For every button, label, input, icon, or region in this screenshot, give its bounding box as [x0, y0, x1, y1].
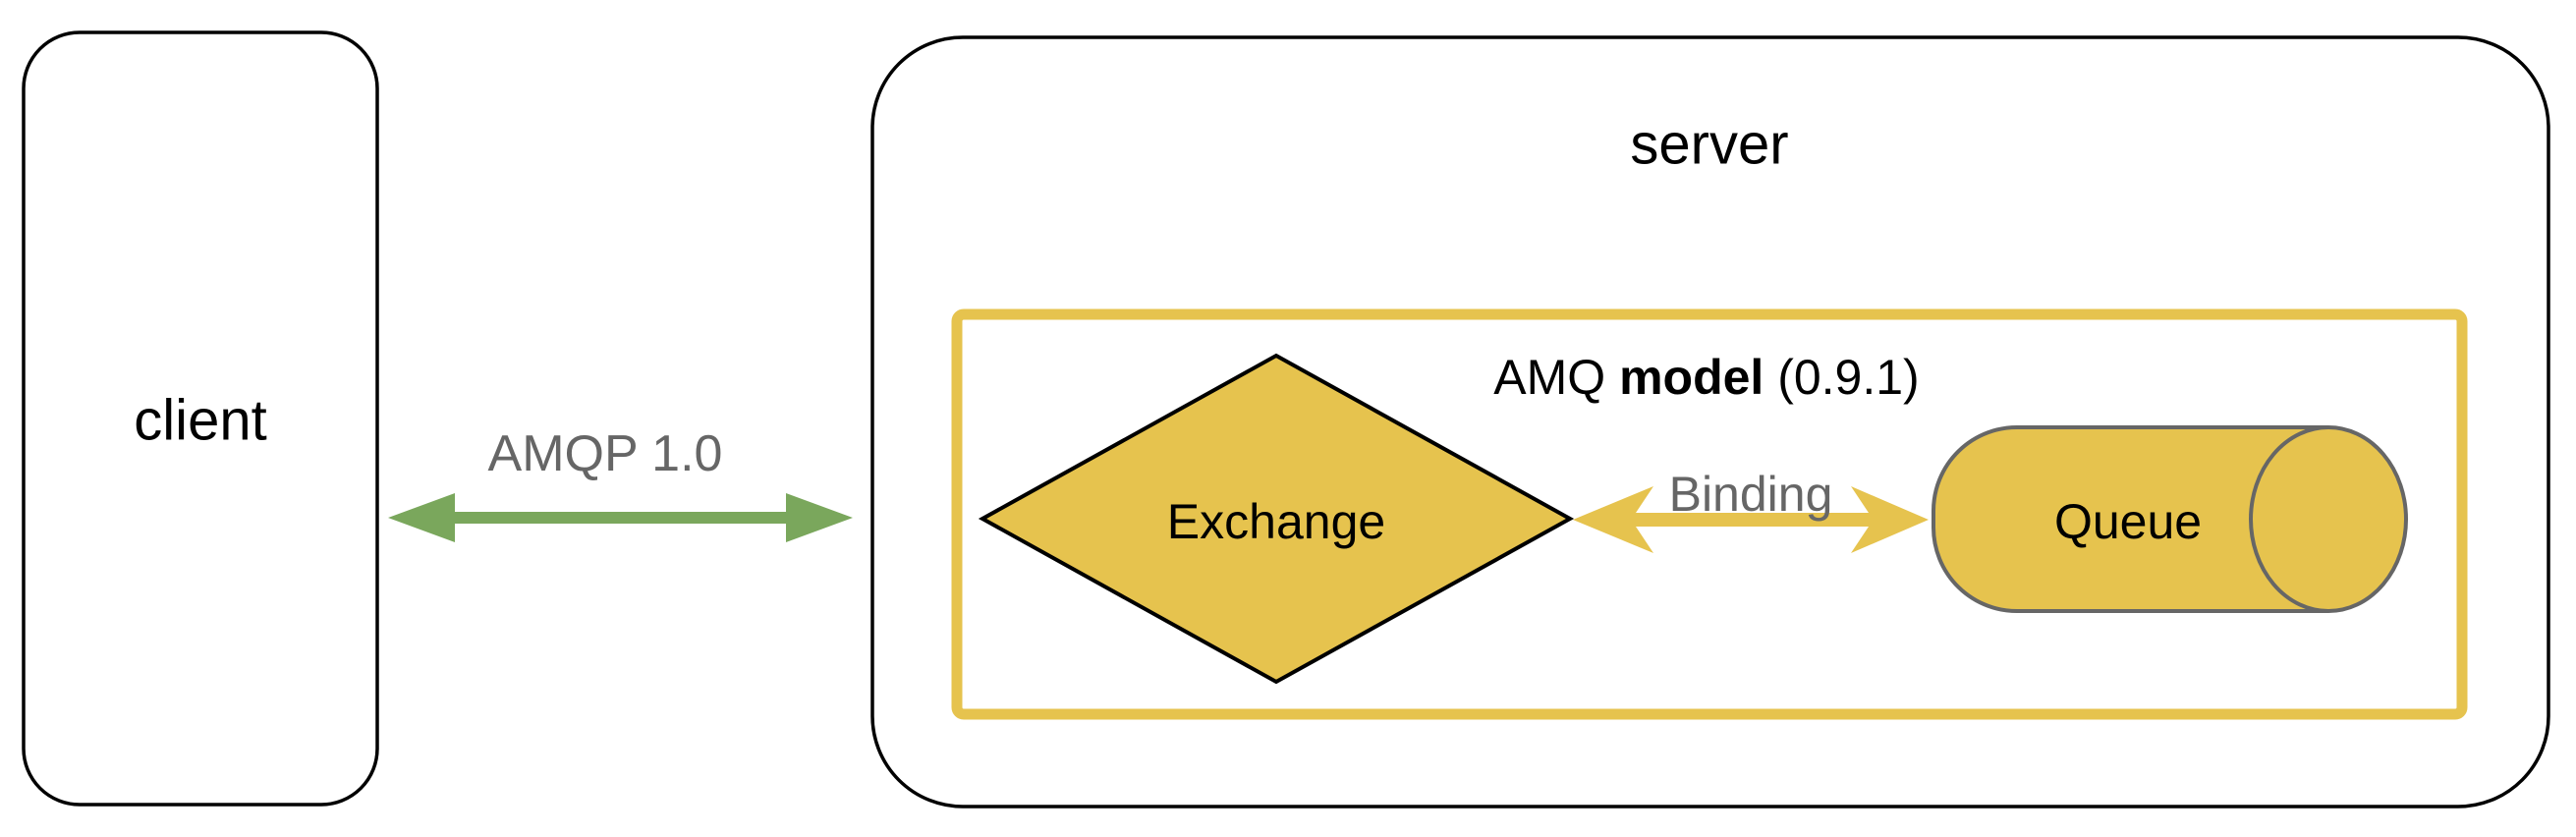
amq-model-label-bold: model — [1619, 350, 1764, 405]
amq-model-label: AMQ model (0.9.1) — [1493, 350, 1919, 405]
queue-label: Queue — [2054, 494, 2202, 549]
binding-double-arrow — [1573, 486, 1929, 553]
exchange-label: Exchange — [1167, 494, 1385, 549]
client-box — [22, 30, 379, 807]
exchange-diamond — [978, 353, 1575, 685]
queue-cylinder-end-cap — [2249, 425, 2408, 613]
amqp-double-arrow — [388, 493, 853, 542]
binding-label: Binding — [1669, 467, 1833, 522]
amqp-link-label: AMQP 1.0 — [488, 425, 723, 482]
client-label: client — [134, 389, 266, 453]
amq-model-box — [951, 308, 2468, 720]
server-label: server — [1630, 113, 1788, 177]
amq-model-label-suffix: (0.9.1) — [1764, 350, 1919, 405]
amq-model-label-prefix: AMQ — [1493, 350, 1619, 405]
queue-cylinder-body — [1932, 424, 2328, 614]
